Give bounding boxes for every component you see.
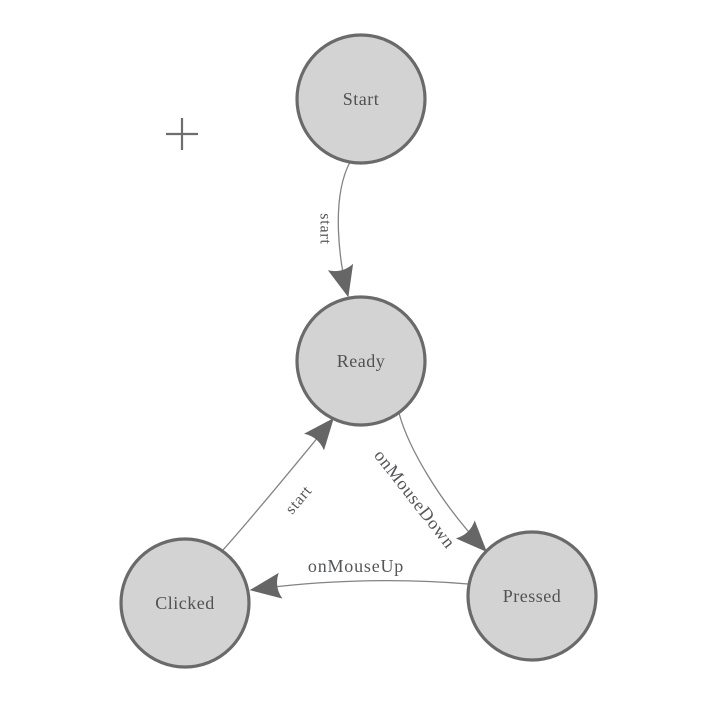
transition-label-start-top: start	[317, 213, 334, 245]
state-node-ready-label: Ready	[337, 351, 385, 371]
transition-pressed-to-clicked[interactable]: onMouseUp	[249, 556, 469, 599]
transition-ready-to-pressed-line[interactable]	[398, 412, 487, 552]
transition-pressed-to-clicked-line[interactable]	[249, 572, 469, 599]
transition-label-onmousedown: onMouseDown	[370, 446, 460, 553]
transition-clicked-to-ready[interactable]: start	[221, 417, 334, 552]
transition-ready-to-pressed[interactable]: onMouseDown	[370, 412, 487, 553]
transition-clicked-to-ready-line[interactable]	[221, 417, 334, 552]
state-node-clicked-circle[interactable]	[119, 537, 251, 669]
crosshair-icon	[166, 118, 198, 150]
state-node-pressed-circle[interactable]	[466, 530, 598, 662]
transition-start-to-ready-line[interactable]	[327, 161, 354, 298]
transition-label-start-diagonal: start	[282, 482, 315, 517]
state-node-clicked[interactable]: Clicked	[119, 537, 251, 669]
state-node-clicked-label: Clicked	[155, 593, 215, 613]
transition-label-onmouseup: onMouseUp	[308, 556, 404, 576]
state-node-ready[interactable]: Ready	[295, 295, 427, 427]
state-node-pressed-label: Pressed	[503, 586, 562, 606]
transition-start-to-ready[interactable]: start	[317, 161, 354, 298]
state-node-ready-circle[interactable]	[295, 295, 427, 427]
state-node-start-circle[interactable]	[295, 33, 427, 165]
state-node-start[interactable]: Start	[295, 33, 427, 165]
state-node-pressed[interactable]: Pressed	[466, 530, 598, 662]
state-node-start-label: Start	[343, 89, 380, 109]
